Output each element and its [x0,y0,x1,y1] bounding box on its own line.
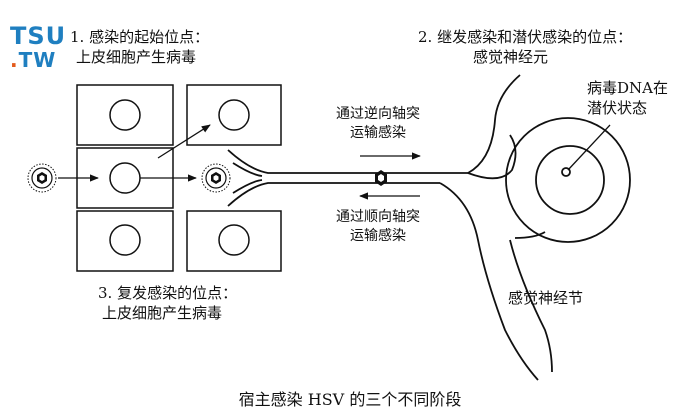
cell-nucleus [218,224,250,256]
logo-line2: TW [18,48,57,72]
anterograde-label: 通过顺向轴突 运输感染 [336,208,420,246]
sensory-neuron [227,74,631,381]
stage3-label: 3. 复发感染的位点： 上皮细胞产生病毒 [98,283,237,323]
cell-nucleus [218,99,250,131]
neuron-lower-axon [439,182,539,381]
logo-dot: . [10,48,19,72]
virus-particle-icon [201,163,231,193]
stage3-title: 3. 复发感染的位点： [98,284,238,302]
capsid-icon [375,170,387,186]
axon-terminal [227,182,440,207]
anterograde-line2: 运输感染 [350,228,406,244]
retrograde-label: 通过逆向轴突 运输感染 [336,105,420,143]
figure-caption: 宿主感染 HSV 的三个不同阶段 [238,390,462,409]
retrograde-line2: 运输感染 [350,125,406,141]
axon-terminal [227,149,468,174]
epithelial-cell [186,210,282,272]
stage1-subtitle: 上皮细胞产生病毒 [76,48,197,66]
virus-particle-icon [27,163,57,193]
epithelial-cell [186,84,282,146]
cell-nucleus [109,162,141,194]
spread-up-arrow [157,124,211,159]
cell-nucleus [109,224,141,256]
stage1-label: 1. 感染的起始位点： 上皮细胞产生病毒 [70,27,209,67]
retrograde-line1: 通过逆向轴突 [336,106,420,122]
latent-line2: 潜伏状态 [587,99,648,117]
stage3-subtitle: 上皮细胞产生病毒 [102,304,223,322]
epithelial-cell [76,210,174,272]
neuron-upper-branch [467,74,521,174]
neuron-stalk [509,239,553,373]
stage1-title: 1. 感染的起始位点： [70,28,210,46]
neuron-cell-body [505,117,631,243]
stage2-label: 2. 继发感染和潜伏感染的位点： 感觉神经元 [418,27,632,67]
anterograde-line1: 通过顺向轴突 [336,209,420,225]
infection-arrows [58,124,611,200]
latent-line1: 病毒DNA在 [587,79,668,97]
ganglion-label: 感觉神经节 [508,289,584,307]
neuron-nucleus [535,145,605,215]
viral-dna-dot [561,167,571,177]
site-logo: TSU .TW [10,22,67,72]
stage2-title: 2. 继发感染和潜伏感染的位点： [418,28,633,46]
epithelial-cell [76,84,174,146]
latent-dna-label: 病毒DNA在 潜伏状态 [587,78,668,118]
stage2-subtitle: 感觉神经元 [473,48,549,66]
logo-line1: TSU [10,22,67,50]
dna-pointer [567,124,611,171]
cell-nucleus [109,99,141,131]
